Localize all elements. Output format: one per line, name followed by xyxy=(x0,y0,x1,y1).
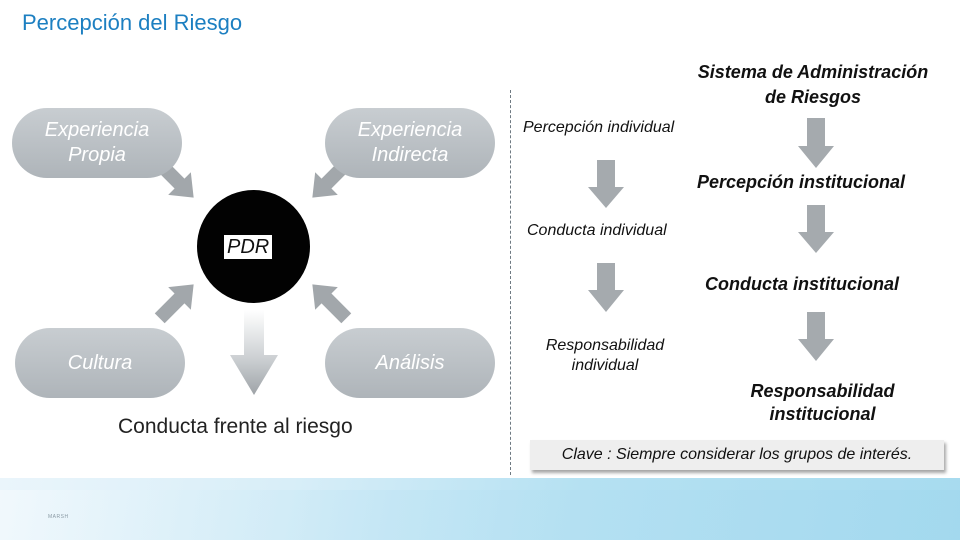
arrow-down-icon xyxy=(588,263,624,312)
section-divider xyxy=(510,90,511,475)
step-percepcion-individual: Percepción individual xyxy=(523,119,675,136)
node-pdr-label: PDR xyxy=(224,235,273,259)
node-experiencia-propia: Experiencia Propia xyxy=(12,108,182,178)
node-cultura-label: Cultura xyxy=(67,351,133,374)
step-percepcion-institucional: Percepción institucional xyxy=(697,172,906,192)
step-responsabilidad-institucional: Responsabilidad institucional xyxy=(750,381,895,424)
step-conducta-institucional: Conducta institucional xyxy=(705,274,900,294)
node-analisis-label: Análisis xyxy=(375,351,445,374)
arrow-down-icon xyxy=(588,160,624,208)
brand-logo-text: MARSH xyxy=(48,514,69,520)
node-cultura: Cultura xyxy=(15,328,185,398)
step-conducta-individual: Conducta individual xyxy=(527,222,667,239)
arrow-pdr-to-conducta-icon xyxy=(230,310,278,395)
node-experiencia-indirecta-label: Experiencia Indirecta xyxy=(357,119,463,166)
node-experiencia-propia-label: Experiencia Propia xyxy=(44,119,150,166)
arrow-analisis-to-pdr-icon xyxy=(312,284,352,324)
footer-band-overlay xyxy=(0,490,960,540)
clave-note-text: Clave : Siempre considerar los grupos de… xyxy=(561,446,913,463)
arrow-cultura-to-pdr-icon xyxy=(154,284,194,324)
arrow-down-icon xyxy=(798,118,834,168)
step-responsabilidad-individual: Responsabilidad individual xyxy=(545,337,665,374)
slide-title: Percepción del Riesgo xyxy=(22,10,243,35)
arrow-down-icon xyxy=(798,205,834,253)
arrow-down-icon xyxy=(798,312,834,361)
node-experiencia-indirecta: Experiencia Indirecta xyxy=(325,108,495,178)
right-heading: Sistema de Administración de Riesgos xyxy=(697,62,929,107)
output-conducta-label: Conducta frente al riesgo xyxy=(118,415,353,438)
clave-note-box: Clave : Siempre considerar los grupos de… xyxy=(530,440,944,470)
node-analisis: Análisis xyxy=(325,328,495,398)
